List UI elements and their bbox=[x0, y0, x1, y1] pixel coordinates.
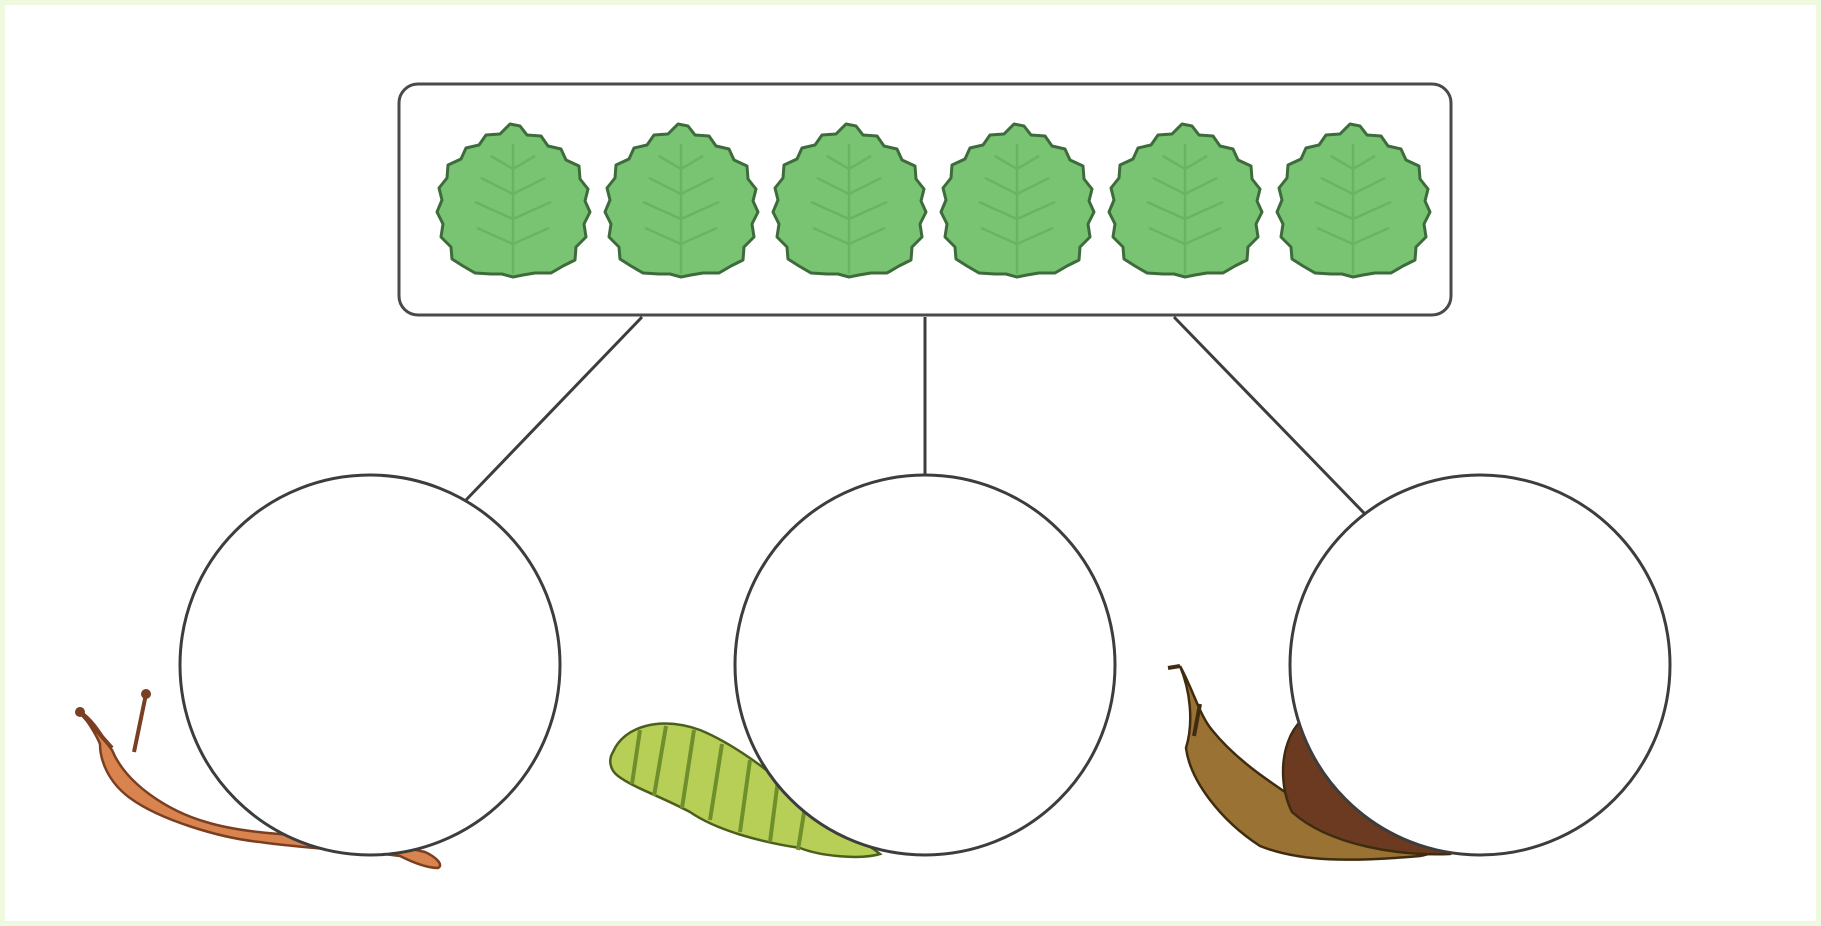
slug-eye-left bbox=[75, 707, 85, 717]
connector-line-left bbox=[464, 315, 644, 502]
snail-eyestalks bbox=[1167, 664, 1202, 737]
answer-circles bbox=[178, 473, 1672, 857]
slug-eye-right bbox=[141, 689, 151, 699]
answer-circle-slug[interactable] bbox=[178, 473, 562, 857]
connector-line-right bbox=[1172, 315, 1366, 515]
slug-eyestalk-right bbox=[132, 693, 148, 753]
answer-circle-snail[interactable] bbox=[1288, 473, 1672, 857]
slug-eyestalk-left bbox=[78, 710, 114, 750]
caterpillar-illustration bbox=[609, 722, 883, 859]
leaf-tray bbox=[397, 82, 1453, 317]
caterpillar-stripes bbox=[630, 725, 808, 851]
connectors bbox=[464, 315, 1366, 515]
answer-circle-caterpillar[interactable] bbox=[733, 473, 1117, 857]
